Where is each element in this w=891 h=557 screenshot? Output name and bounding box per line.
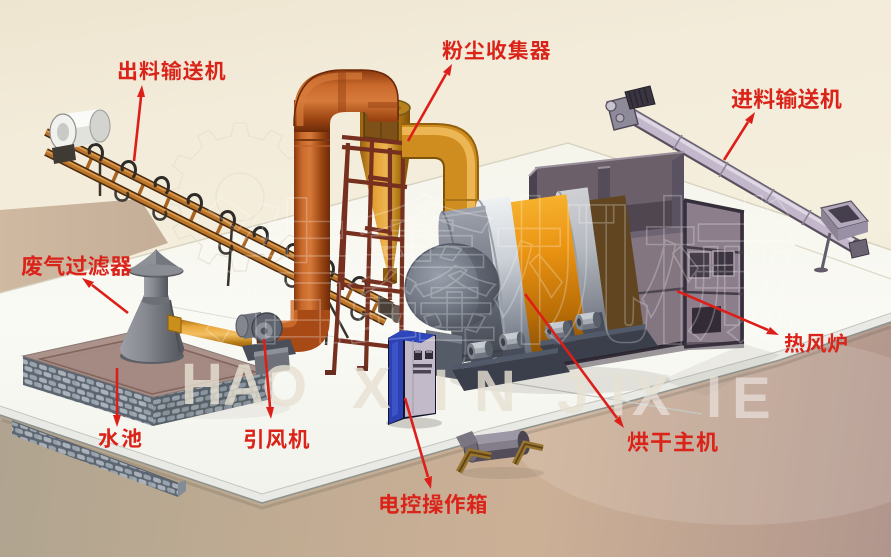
svg-text:I: I xyxy=(706,365,722,430)
svg-text:X: X xyxy=(352,356,391,421)
svg-text:E: E xyxy=(732,366,771,431)
svg-text:A: A xyxy=(223,353,265,418)
svg-text:I: I xyxy=(433,358,449,423)
svg-text:N: N xyxy=(474,359,516,424)
svg-text:H: H xyxy=(181,352,223,417)
